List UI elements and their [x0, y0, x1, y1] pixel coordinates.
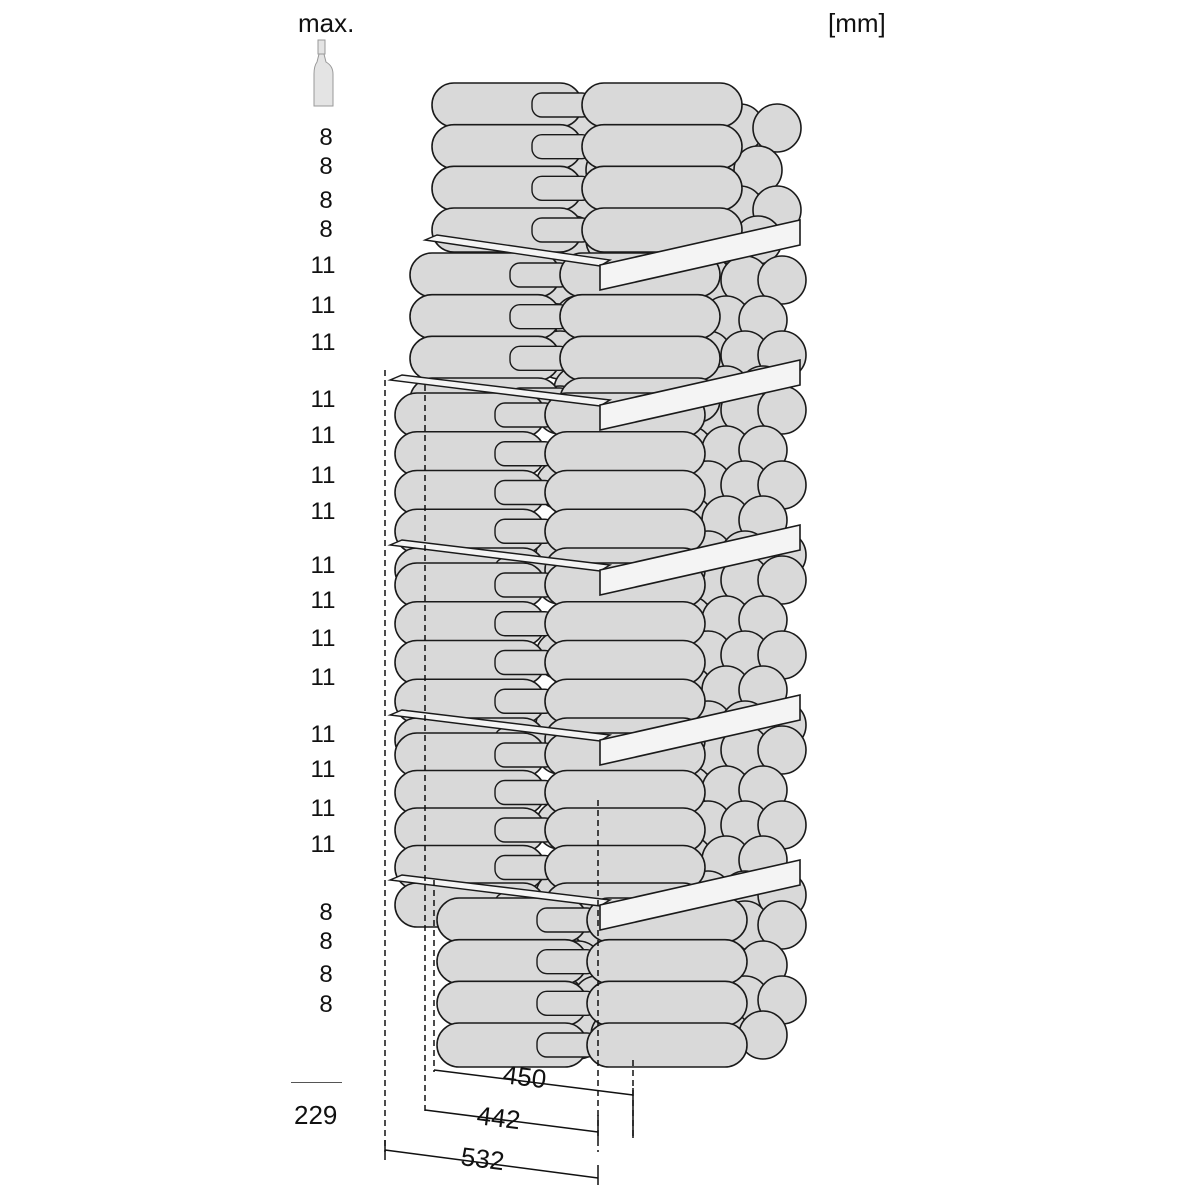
bottle-body	[586, 980, 748, 1027]
bottle-sides-group	[394, 82, 748, 1068]
capacity-value: 8	[319, 124, 333, 151]
shelf-front	[599, 694, 801, 766]
capacity-value: 11	[310, 625, 336, 652]
shelf-rail	[387, 874, 613, 907]
capacity-value: 11	[310, 252, 336, 279]
shelf-front	[599, 859, 801, 931]
shelf-front	[599, 524, 801, 596]
bottle-body	[581, 82, 743, 128]
unit-label: [mm]	[828, 8, 886, 38]
dimension-442-line	[424, 1109, 599, 1133]
dimension-532-line	[384, 1149, 599, 1179]
bottle-body	[586, 938, 748, 985]
dimension-450-label: 450	[501, 1059, 548, 1094]
capacity-value: 8	[319, 153, 333, 180]
max-label: max.	[298, 8, 355, 38]
total-capacity: 229	[294, 1100, 338, 1130]
bottle-end	[757, 900, 807, 950]
shelf-rail	[387, 709, 613, 742]
capacity-value: 8	[319, 216, 333, 243]
bottle-end	[757, 255, 807, 305]
shelf-front	[599, 219, 801, 291]
capacity-value: 8	[319, 899, 333, 926]
bottle-body	[544, 678, 706, 725]
capacity-value: 11	[310, 386, 336, 413]
bottle-body	[544, 639, 706, 686]
capacity-value: 11	[310, 292, 336, 319]
capacity-value: 11	[310, 664, 336, 691]
capacity-value: 11	[310, 329, 336, 356]
bottle-body	[544, 600, 706, 647]
capacity-value: 8	[319, 991, 333, 1018]
capacity-value: 11	[310, 422, 336, 449]
dimension-442-label: 442	[475, 1100, 522, 1135]
capacity-value: 11	[310, 795, 336, 822]
bottle-body	[544, 469, 706, 516]
capacity-value: 11	[310, 756, 336, 783]
capacity-value: 11	[310, 552, 336, 579]
capacity-value: 8	[319, 928, 333, 955]
dimension-532-label: 532	[459, 1141, 506, 1176]
bottle-body	[586, 1022, 748, 1068]
bottle-body	[544, 430, 706, 477]
bottle-end	[757, 555, 807, 605]
bottle-body	[559, 293, 721, 340]
bottle-body	[559, 335, 721, 382]
shelf-rail	[387, 374, 613, 407]
shelves-group	[387, 219, 801, 931]
capacity-value: 11	[310, 587, 336, 614]
capacity-value: 8	[319, 187, 333, 214]
shelf-rail	[422, 234, 613, 267]
bottle-end	[757, 725, 807, 775]
bottle-end	[752, 103, 802, 153]
dimension-lines	[384, 370, 634, 1185]
capacity-value: 11	[310, 831, 336, 858]
total-divider	[291, 1082, 342, 1083]
capacity-value: 11	[310, 498, 336, 525]
bottle-body	[544, 508, 706, 555]
bottle-body	[581, 123, 743, 170]
capacity-value: 8	[319, 961, 333, 988]
shelf-rail	[387, 539, 613, 572]
shelf-front	[599, 359, 801, 431]
dimension-450-line	[433, 1069, 634, 1096]
capacity-value: 11	[310, 462, 336, 489]
capacity-value: 11	[310, 721, 336, 748]
bottle-body	[581, 165, 743, 212]
